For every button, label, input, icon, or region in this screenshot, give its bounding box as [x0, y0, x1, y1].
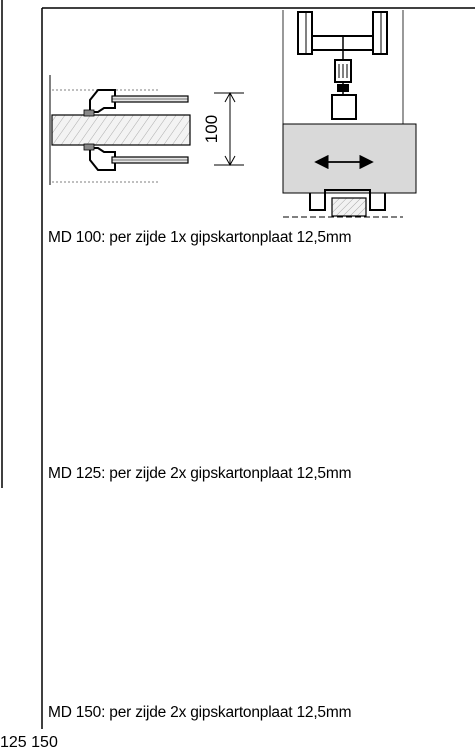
section-detail-md100 [49, 75, 191, 185]
door-elevation-md100 [282, 10, 417, 218]
dimension-md100: 100 [202, 91, 244, 167]
dimension-md150: 150 [31, 734, 58, 751]
dimension-md125: 125 [0, 734, 31, 751]
caption-md125: MD 125: per zijde 2x gipskartonplaat 12,… [48, 465, 352, 482]
door-hanger-icon [331, 36, 357, 120]
dimension-label: 125 [0, 734, 27, 751]
dimension-label: 100 [202, 115, 221, 143]
panel-md125: 125 [0, 734, 31, 751]
panel-md100: 100 [49, 10, 417, 218]
caption-md150: MD 150: per zijde 2x gipskartonplaat 12,… [48, 704, 352, 721]
panel-md150: 150 [31, 734, 58, 751]
caption-md100: MD 100: per zijde 1x gipskartonplaat 12,… [48, 229, 352, 246]
dimension-label: 150 [31, 734, 58, 751]
